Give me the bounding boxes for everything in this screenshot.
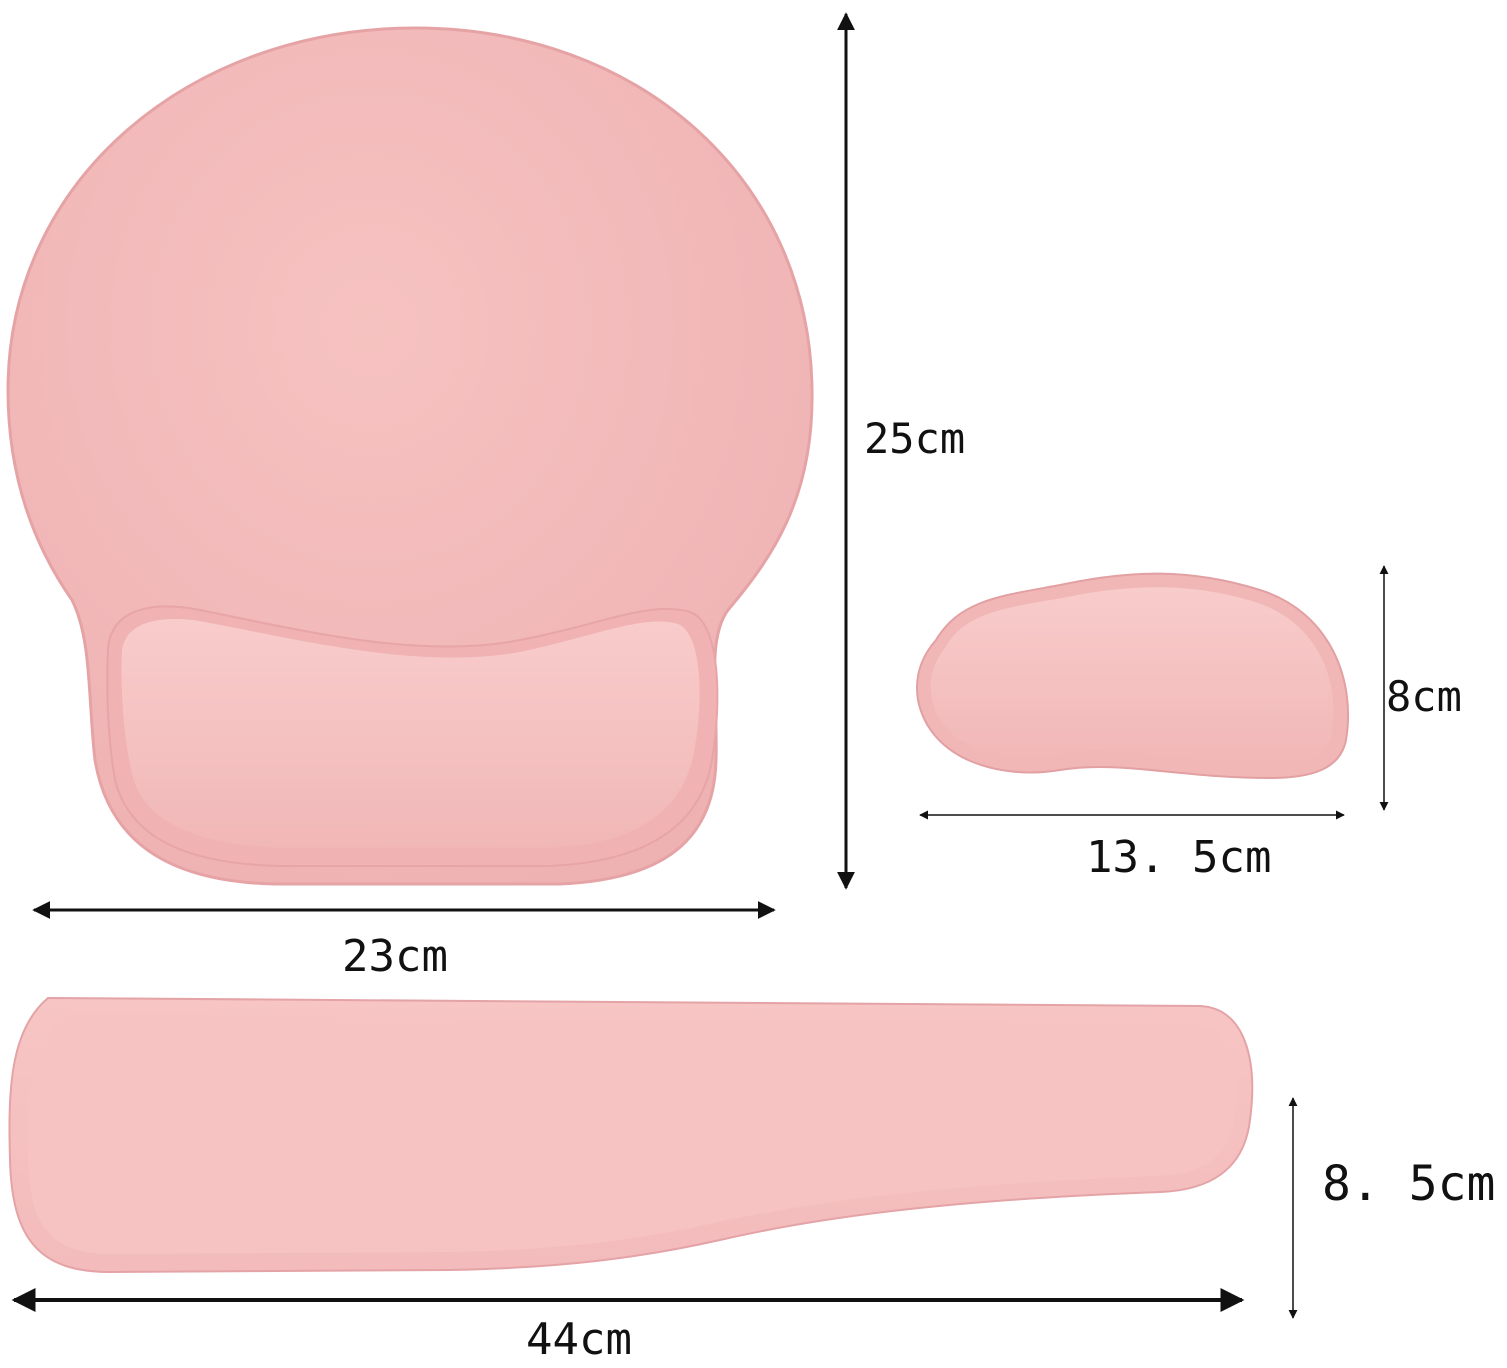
mouse-pad-width-label: 23cm — [342, 931, 448, 982]
palm-rest-top — [930, 587, 1334, 764]
palm-rest-width-label: 13. 5cm — [1086, 832, 1272, 883]
palm-rest — [916, 572, 1350, 780]
keyboard-rest — [8, 996, 1254, 1274]
keyboard-rest-height-label: 8. 5cm — [1322, 1156, 1496, 1212]
mouse-pad — [6, 26, 814, 886]
keyboard-rest-width-label: 44cm — [526, 1314, 632, 1365]
mouse-pad-wrist-rest-top — [121, 619, 700, 848]
mouse-pad-height-label: 25cm — [864, 414, 966, 463]
palm-rest-height-label: 8cm — [1386, 672, 1462, 721]
keyboard-rest-top — [27, 1014, 1236, 1254]
